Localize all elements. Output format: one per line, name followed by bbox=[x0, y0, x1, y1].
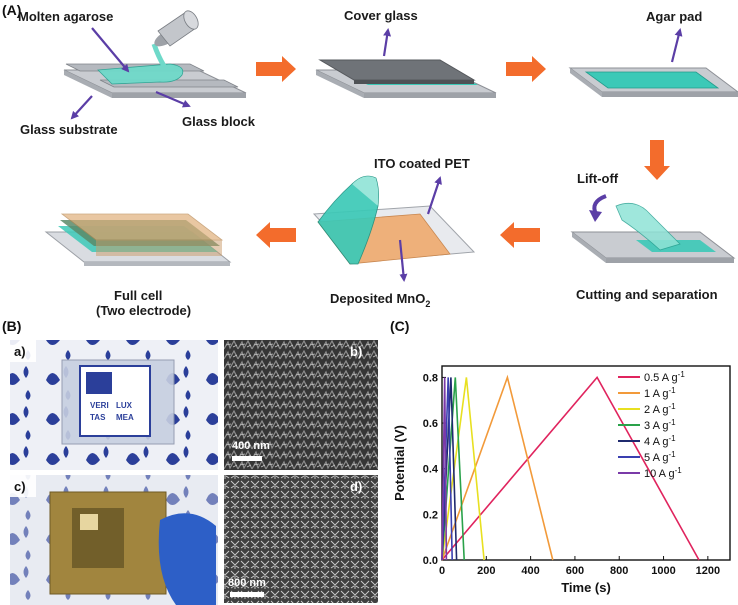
glass-substrate-edge bbox=[112, 93, 246, 98]
x-tick-label: 600 bbox=[566, 565, 584, 577]
panel-b-letter: (B) bbox=[2, 318, 21, 334]
pointer-agar-pad bbox=[670, 28, 683, 63]
process-arrow-3 bbox=[644, 140, 670, 180]
step3-illustration bbox=[568, 28, 738, 97]
legend-label-sup: -1 bbox=[675, 466, 683, 475]
pointer-ito bbox=[426, 176, 442, 215]
sem-d-letter: d) bbox=[350, 479, 362, 494]
series-line-5 bbox=[441, 377, 453, 561]
legend-label-5: 5 A g-1 bbox=[644, 450, 676, 464]
sem-b: b) 400 nm bbox=[224, 340, 378, 470]
molten-agarose-stream bbox=[151, 43, 167, 68]
logo-text-veri: VERI bbox=[90, 401, 109, 410]
panel-c-letter: (C) bbox=[390, 318, 409, 334]
label-agar-pad: Agar pad bbox=[646, 9, 702, 24]
legend-label-0: 0.5 A g-1 bbox=[644, 370, 685, 384]
label-lift-off: Lift-off bbox=[577, 171, 619, 186]
sem-b-letter: b) bbox=[350, 344, 362, 359]
y-tick-label: 0.0 bbox=[423, 555, 438, 567]
pointer-substrate bbox=[70, 95, 93, 120]
legend-label-sup: -1 bbox=[668, 418, 676, 427]
photo-a-letter: a) bbox=[14, 344, 26, 359]
label-ito-pet: ITO coated PET bbox=[374, 156, 470, 171]
pouring-beaker-icon bbox=[154, 10, 199, 47]
process-arrow-5 bbox=[256, 222, 296, 248]
panel-a-letter: (A) bbox=[2, 2, 21, 18]
step2-illustration bbox=[315, 28, 497, 98]
legend-label-2: 2 A g-1 bbox=[644, 402, 676, 416]
gloved-hand bbox=[158, 513, 216, 605]
x-tick-label: 1200 bbox=[696, 565, 720, 577]
logo-text-mea: MEA bbox=[116, 413, 134, 422]
process-arrow-1 bbox=[256, 56, 296, 82]
label-full-cell: Full cell bbox=[114, 288, 162, 303]
agar-pad bbox=[584, 71, 720, 89]
pointer-block bbox=[155, 90, 191, 108]
label-glass-block: Glass block bbox=[182, 114, 256, 129]
x-tick-label: 400 bbox=[521, 565, 539, 577]
molten-agarose-pool bbox=[97, 63, 184, 85]
photo-a: VERI LUX TAS MEA a) bbox=[10, 340, 218, 470]
x-tick-label: 1000 bbox=[651, 565, 675, 577]
sem-b-scale-label: 400 nm bbox=[232, 440, 270, 452]
label-cover-glass: Cover glass bbox=[344, 8, 418, 23]
sem-d: d) 800 nm bbox=[224, 475, 378, 603]
legend-label-6: 10 A g-1 bbox=[644, 466, 682, 480]
label-mno2: Deposited MnO2 bbox=[330, 291, 430, 309]
label-cutting: Cutting and separation bbox=[576, 287, 718, 302]
process-arrow-2 bbox=[506, 56, 546, 82]
lifted-pad bbox=[615, 202, 681, 251]
photo-c: c) bbox=[10, 475, 218, 605]
x-tick-label: 0 bbox=[439, 565, 445, 577]
plot-frame bbox=[441, 365, 731, 561]
legend-label-4: 4 A g-1 bbox=[644, 434, 676, 448]
sem-b-scale-bar bbox=[232, 456, 262, 461]
y-axis-title: Potential (V) bbox=[392, 425, 407, 501]
label-molten-agarose: Molten agarose bbox=[18, 9, 113, 24]
legend-label-sup: -1 bbox=[678, 370, 686, 379]
x-tick-label: 200 bbox=[477, 565, 495, 577]
step6-illustration bbox=[44, 213, 232, 266]
x-tick-label: 800 bbox=[610, 565, 628, 577]
label-glass-substrate: Glass substrate bbox=[20, 122, 118, 137]
y-tick-label: 0.8 bbox=[423, 372, 438, 384]
photo-c-letter: c) bbox=[14, 479, 26, 494]
y-tick-label: 0.2 bbox=[423, 509, 438, 521]
legend-label-sup: -1 bbox=[668, 386, 676, 395]
logo-text-tas: TAS bbox=[90, 413, 106, 422]
pointer-molten bbox=[91, 27, 130, 73]
series-line-4 bbox=[441, 377, 458, 561]
sem-d-scale-bar bbox=[230, 592, 264, 597]
legend-label-sup: -1 bbox=[668, 434, 676, 443]
y-tick-label: 0.6 bbox=[423, 418, 438, 430]
pointer-cover-glass bbox=[382, 28, 392, 57]
gcd-chart: 0 200 400 600 800 1000 1200 0.0 0.2 0.4 0.6 0.8Time… bbox=[392, 365, 731, 595]
label-mno2-sub: 2 bbox=[425, 299, 430, 309]
sem-d-scale-label: 800 nm bbox=[228, 577, 266, 589]
step1-illustration bbox=[63, 10, 247, 120]
series-line-6 bbox=[441, 377, 448, 561]
legend-label-sup: -1 bbox=[668, 450, 676, 459]
label-two-electrode: (Two electrode) bbox=[96, 303, 191, 318]
glass-substrate-side bbox=[64, 70, 112, 98]
label-mno2-main: Deposited MnO bbox=[330, 291, 425, 306]
step4-illustration bbox=[570, 194, 736, 263]
series-line-1 bbox=[441, 374, 554, 561]
pointer-mno2 bbox=[398, 239, 408, 282]
y-tick-label: 0.4 bbox=[423, 464, 439, 476]
legend-label-sup: -1 bbox=[668, 402, 676, 411]
series-line-0 bbox=[441, 376, 700, 561]
x-axis-title: Time (s) bbox=[561, 580, 611, 595]
step5-illustration bbox=[312, 175, 476, 282]
legend-label-3: 3 A g-1 bbox=[644, 418, 676, 432]
logo-text-lux: LUX bbox=[116, 401, 133, 410]
process-arrow-4 bbox=[500, 222, 540, 248]
legend-label-1: 1 A g-1 bbox=[644, 386, 676, 400]
